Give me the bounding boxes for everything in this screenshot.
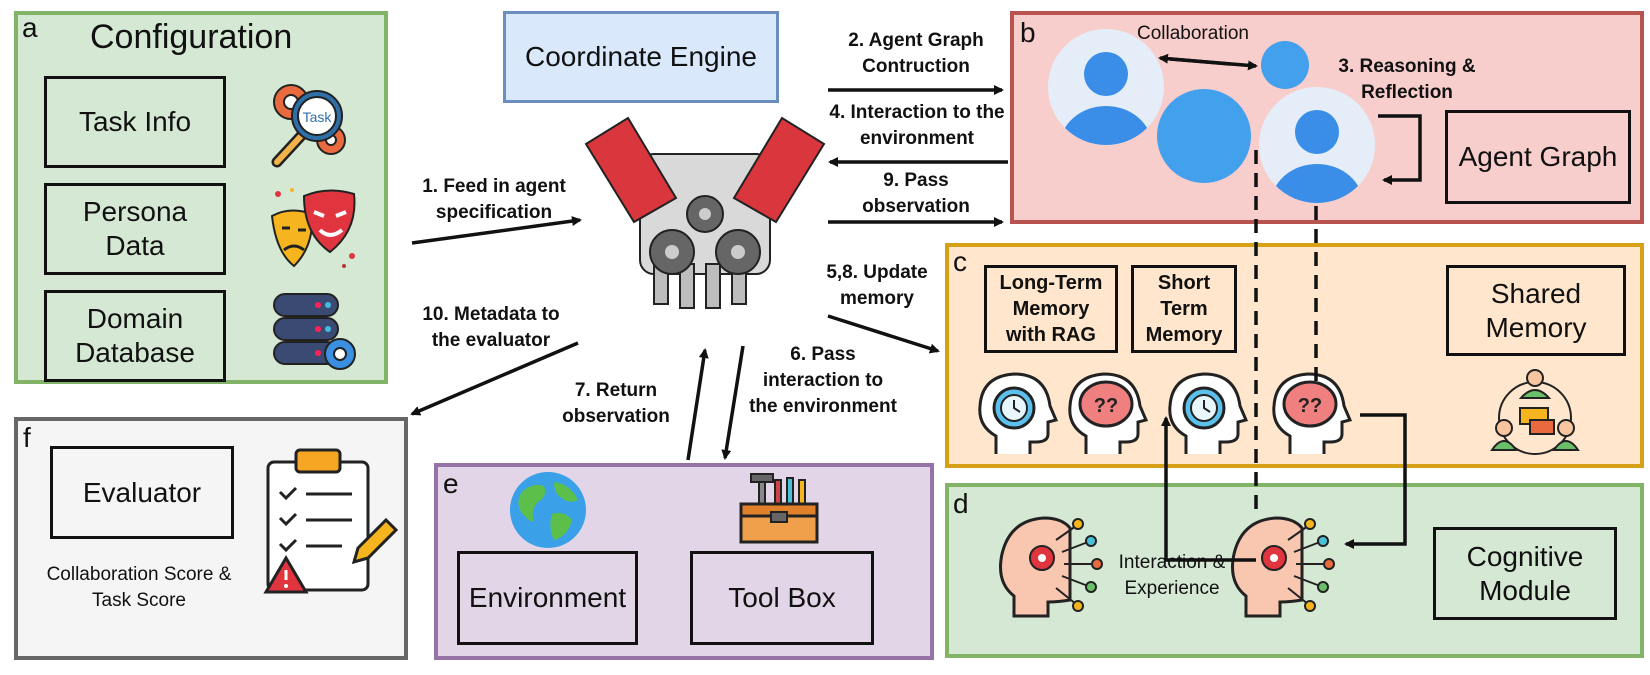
environment-label: Environment xyxy=(468,582,627,613)
interaction-experience-text: Interaction & Experience xyxy=(1118,552,1226,599)
arrow-7-text: 7. Return observation xyxy=(562,380,670,427)
head-brain-question-icon-1: ?? xyxy=(1068,372,1148,454)
persona-data-box: Persona Data xyxy=(44,183,226,275)
arrow-58-label: 5,8. Update memory xyxy=(812,260,942,312)
persona-data-label: Persona Data xyxy=(82,196,188,261)
interaction-experience-label: Interaction & Experience xyxy=(1112,550,1232,602)
long-term-memory-label: Long-Term Memory with RAG xyxy=(999,272,1103,346)
clipboard-checklist-icon xyxy=(263,448,399,594)
scores-label: Collaboration Score & Task Score xyxy=(30,562,248,614)
arrow-reflection-loop xyxy=(1378,114,1422,185)
arrow-6-text: 6. Pass interaction to the environment xyxy=(749,344,897,417)
short-term-memory-label: Short Term Memory xyxy=(1145,272,1223,346)
arrow-7-return xyxy=(686,348,709,461)
toolbox-icon xyxy=(739,473,819,544)
task-icon-text: Task xyxy=(303,109,333,125)
shared-memory-box: Shared Memory xyxy=(1446,265,1626,356)
agent-person-icon-1 xyxy=(1048,29,1164,145)
svg-text:??: ?? xyxy=(1094,395,1118,417)
arrow-7-label: 7. Return observation xyxy=(548,378,684,430)
agent-large-circle-icon xyxy=(1157,89,1251,183)
arrow-4-text: 4. Interaction to the environment xyxy=(829,102,1005,149)
shared-memory-label: Shared Memory xyxy=(1485,277,1587,343)
arrow-collab-right xyxy=(1169,57,1258,71)
shared-group-icon xyxy=(1490,369,1580,455)
head-brain-question-icon-2: ?? xyxy=(1272,372,1352,454)
task-info-box: Task Info xyxy=(44,76,226,168)
arrow-2-label: 2. Agent Graph Contruction xyxy=(826,28,1006,80)
tool-box-label: Tool Box xyxy=(728,582,836,613)
evaluator-box: Evaluator xyxy=(50,446,234,539)
short-term-memory-box: Short Term Memory xyxy=(1131,265,1237,353)
arrow-4-label: 4. Interaction to the environment xyxy=(822,100,1012,152)
svg-text:??: ?? xyxy=(1298,395,1322,417)
arrow-1-label: 1. Feed in agent specification xyxy=(404,174,584,226)
task-search-gear-icon: Task xyxy=(271,84,346,168)
ai-head-icon-2 xyxy=(1231,516,1335,618)
evaluator-label: Evaluator xyxy=(82,476,202,508)
arrow-9-text: 9. Pass observation xyxy=(862,170,970,217)
database-gear-icon xyxy=(273,293,356,370)
arrow-1-text: 1. Feed in agent specification xyxy=(422,176,566,223)
coordinate-engine-title: Coordinate Engine xyxy=(525,41,757,72)
panel-letter-f: f xyxy=(23,422,31,453)
arrow-6-pass xyxy=(721,345,745,460)
ai-head-icon-1 xyxy=(999,516,1103,618)
arrow-58-memory xyxy=(827,314,940,354)
theater-masks-icon xyxy=(270,188,356,268)
coordinate-engine-box: Coordinate Engine xyxy=(503,11,779,103)
arrow-9-label: 9. Pass observation xyxy=(846,168,986,220)
engine-icon xyxy=(584,116,826,309)
environment-box: Environment xyxy=(457,551,638,645)
domain-database-label: Domain Database xyxy=(75,303,195,368)
domain-database-box: Domain Database xyxy=(44,290,226,382)
cognitive-module-box: Cognitive Module xyxy=(1433,527,1617,620)
panel-letter-a: a xyxy=(22,12,38,43)
panel-letter-e: e xyxy=(443,468,459,499)
head-clock-icon-1 xyxy=(978,372,1058,454)
reasoning-reflection-label: 3. Reasoning & Reflection xyxy=(1322,54,1492,106)
long-term-memory-box: Long-Term Memory with RAG xyxy=(984,265,1118,353)
tool-box-box: Tool Box xyxy=(690,551,874,645)
task-info-label: Task Info xyxy=(78,106,192,137)
arrow-ai-to-head xyxy=(1161,416,1256,562)
agent-graph-box: Agent Graph xyxy=(1445,110,1631,204)
configuration-title: Configuration xyxy=(90,18,293,56)
globe-icon xyxy=(510,472,586,548)
arrow-2-text: 2. Agent Graph Contruction xyxy=(848,30,984,77)
panel-letter-d: d xyxy=(953,488,969,519)
agent-graph-label: Agent Graph xyxy=(1458,141,1618,172)
panel-letter-c: c xyxy=(953,246,967,277)
scores-text: Collaboration Score & Task Score xyxy=(46,564,232,611)
arrow-6-label: 6. Pass interaction to the environment xyxy=(748,342,898,420)
arrow-10-metadata xyxy=(410,341,579,416)
arrow-1-feed xyxy=(411,216,582,245)
collaboration-label: Collaboration xyxy=(1137,23,1249,44)
reasoning-reflection-text: 3. Reasoning & Reflection xyxy=(1338,56,1476,103)
arrow-58-text: 5,8. Update memory xyxy=(826,262,928,309)
panel-letter-b: b xyxy=(1020,17,1036,48)
agent-person-icon-2 xyxy=(1259,87,1375,203)
arrow-brain-to-ai xyxy=(1344,413,1407,549)
arrow-10-text: 10. Metadata to the evaluator xyxy=(422,304,560,351)
agent-small-circle-icon xyxy=(1261,41,1309,89)
head-clock-icon-2 xyxy=(1168,372,1248,454)
arrow-10-label: 10. Metadata to the evaluator xyxy=(406,302,576,354)
cognitive-module-label: Cognitive Module xyxy=(1466,540,1584,606)
